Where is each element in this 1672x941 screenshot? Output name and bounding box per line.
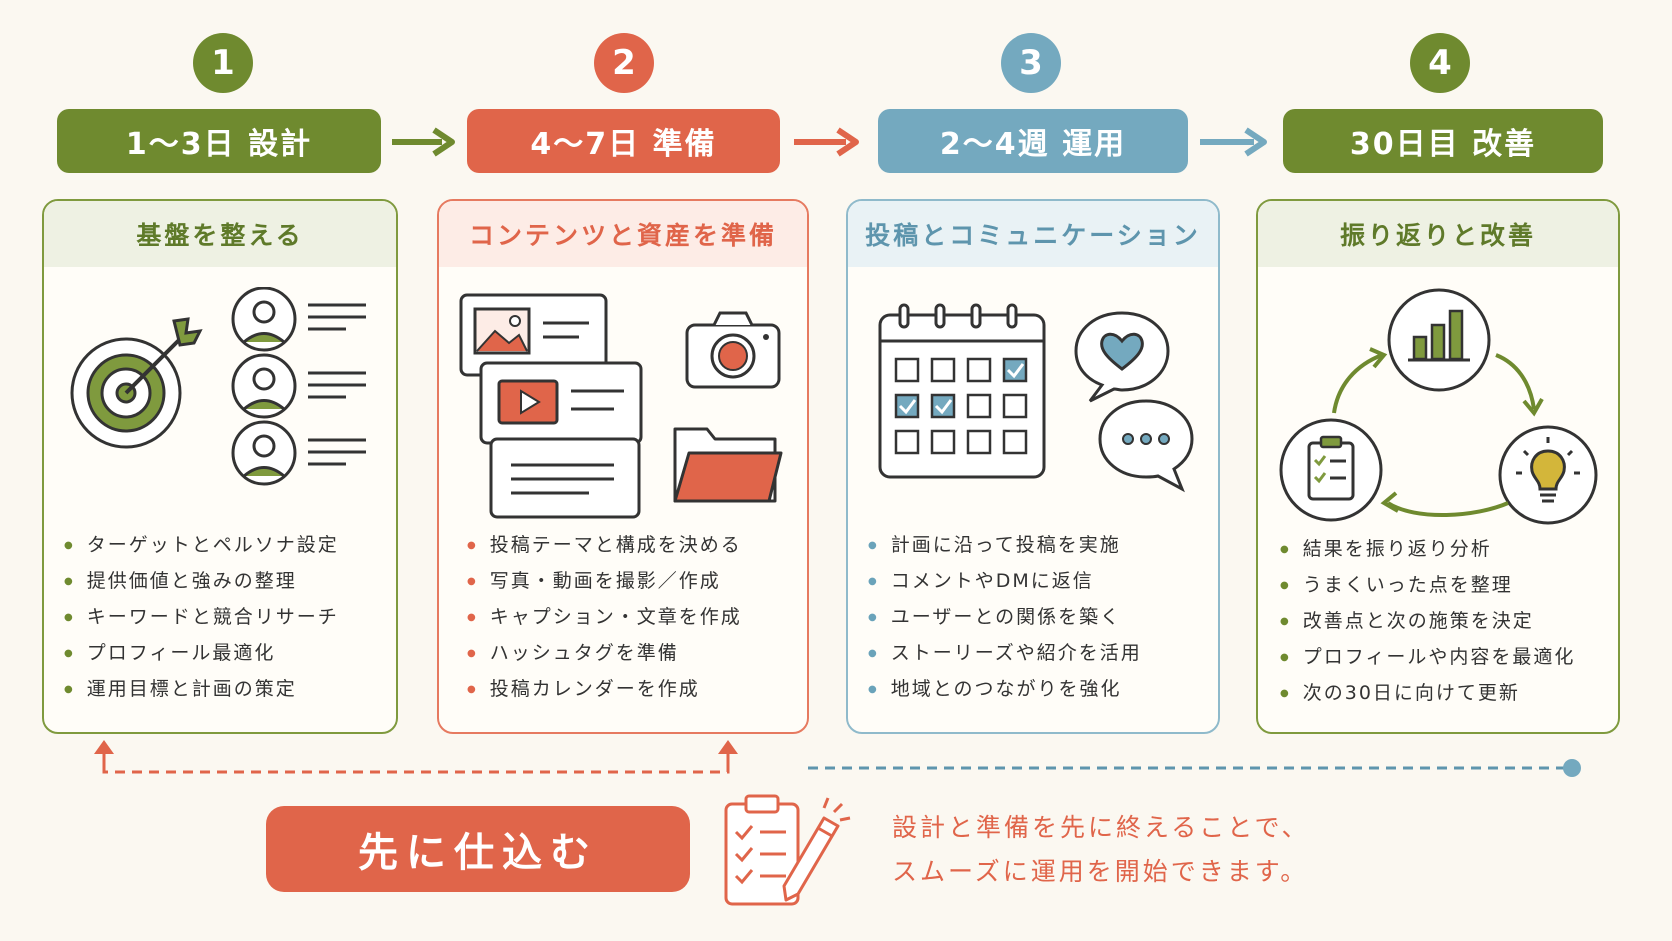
card-list: 結果を振り返り分析 うまくいった点を整理 改善点と次の施策を決定 プロフィールや… (1280, 531, 1575, 711)
step-number-4: 4 (1410, 33, 1470, 93)
list-item: キーワードと競合リサーチ (64, 599, 339, 635)
summary-line-2: スムーズに運用を開始できます。 (892, 857, 1309, 886)
prepare-first-badge: 先に仕込む (266, 806, 690, 892)
pencil-icon (782, 797, 851, 902)
list-item: 投稿カレンダーを作成 (467, 671, 742, 707)
timeline-dashed-line (808, 759, 1581, 777)
card-list: ターゲットとペルソナ設定 提供価値と強みの整理 キーワードと競合リサーチ プロフ… (64, 527, 339, 707)
summary-note: 設計と準備を先に終えることで、 スムーズに運用を開始できます。 (892, 806, 1310, 894)
step-pill-prepare: 4〜7日 準備 (467, 109, 780, 173)
card-review: 振り返りと改善 (1256, 199, 1620, 734)
card-title: 振り返りと改善 (1258, 201, 1618, 267)
step-pill-operate: 2〜4週 運用 (878, 109, 1188, 173)
step-pill-design: 1〜3日 設計 (57, 109, 381, 173)
list-item: ハッシュタグを準備 (467, 635, 742, 671)
list-item: 投稿テーマと構成を決める (467, 527, 742, 563)
card-posting: 投稿とコミュニケーション 計画に沿って投稿を実施 コメントやDMに返信 (846, 199, 1220, 734)
clipboard-icon (724, 794, 851, 906)
list-item: 改善点と次の施策を決定 (1280, 603, 1575, 639)
list-item: プロフィールや内容を最適化 (1280, 639, 1575, 675)
image-card-icon (459, 293, 608, 377)
prep-bracket-icon (94, 740, 738, 774)
card-list: 投稿テーマと構成を決める 写真・動画を撮影／作成 キャプション・文章を作成 ハッ… (467, 527, 742, 707)
list-item: うまくいった点を整理 (1280, 567, 1575, 603)
list-item: ターゲットとペルソナ設定 (64, 527, 339, 563)
arrow-right-icon (392, 127, 455, 157)
step-number-3: 3 (1001, 33, 1061, 93)
heart-bubble-icon (1074, 311, 1170, 403)
step-number-1: 1 (193, 33, 253, 93)
card-foundation: 基盤を整える ターゲットとペルソナ設定 提供価値と強みの整理 キーワードと競合 (42, 199, 398, 734)
lightbulb-icon (1498, 425, 1598, 525)
cycle-arrow-icon (1332, 347, 1544, 517)
chat-bubble-icon (1098, 399, 1194, 493)
folder-icon (673, 427, 783, 503)
list-item: 運用目標と計画の策定 (64, 671, 339, 707)
list-item: 結果を振り返り分析 (1280, 531, 1575, 567)
cycle-diagram (1279, 288, 1598, 525)
list-item: 写真・動画を撮影／作成 (467, 563, 742, 599)
list-item: 次の30日に向けて更新 (1280, 675, 1575, 711)
target-icon (70, 317, 203, 449)
list-item: ユーザーとの関係を築く (868, 599, 1142, 635)
card-title: コンテンツと資産を準備 (439, 201, 807, 267)
card-title: 投稿とコミュニケーション (848, 201, 1218, 267)
camera-icon (685, 311, 781, 389)
step-pill-improve: 30日目 改善 (1283, 109, 1603, 173)
bar-chart-icon (1387, 288, 1491, 392)
list-item: キャプション・文章を作成 (467, 599, 742, 635)
card-title: 基盤を整える (44, 201, 396, 267)
clipboard-icon (1279, 418, 1383, 522)
list-item: ストーリーズや紹介を活用 (868, 635, 1142, 671)
card-content-prep: コンテンツと資産を準備 投稿テーマと構成を決める 写真・動画を撮影／作成 キャプ… (437, 199, 809, 734)
persona-icon (231, 287, 366, 486)
list-item: 計画に沿って投稿を実施 (868, 527, 1142, 563)
list-item: コメントやDMに返信 (868, 563, 1142, 599)
list-item: 地域とのつながりを強化 (868, 671, 1142, 707)
arrow-right-icon (794, 127, 859, 157)
calendar-icon (878, 303, 1046, 479)
step-number-2: 2 (594, 33, 654, 93)
list-item: プロフィール最適化 (64, 635, 339, 671)
video-card-icon (479, 361, 643, 519)
summary-line-1: 設計と準備を先に終えることで、 (892, 813, 1310, 842)
list-item: 提供価値と強みの整理 (64, 563, 339, 599)
card-list: 計画に沿って投稿を実施 コメントやDMに返信 ユーザーとの関係を築く ストーリー… (868, 527, 1142, 707)
arrow-right-icon (1200, 127, 1267, 157)
